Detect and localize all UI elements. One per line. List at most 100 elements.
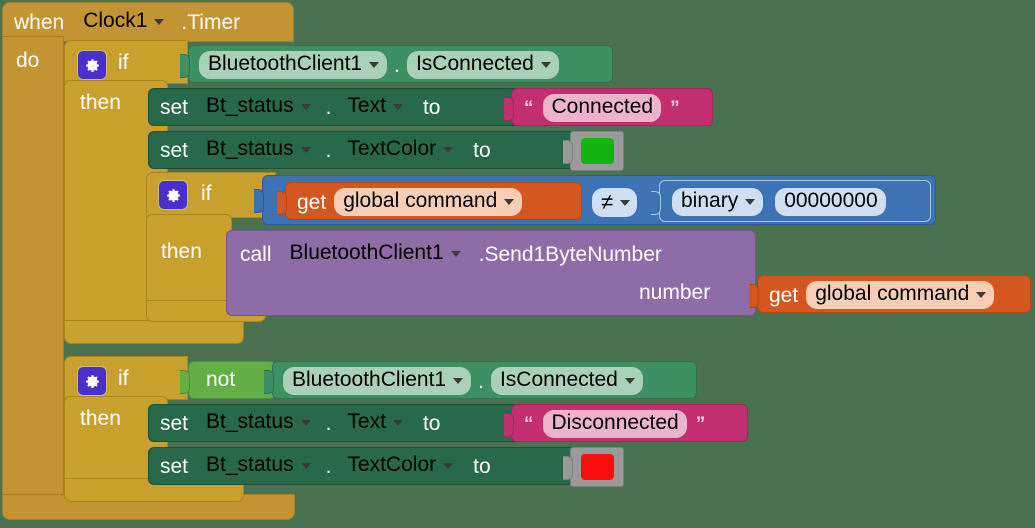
if-2-label: if: [201, 182, 212, 205]
color-chip: [580, 454, 614, 480]
property-dropdown-isconnected[interactable]: IsConnected: [406, 51, 559, 79]
setter-bt-status-textcolor-red[interactable]: [148, 447, 576, 485]
open-quote: “: [524, 413, 534, 435]
property-dropdown-textcolor[interactable]: TextColor: [338, 452, 461, 479]
chevron-down-icon[interactable]: [300, 420, 311, 427]
property-label: Text: [347, 410, 386, 434]
component-dropdown-bt-status[interactable]: Bt_status: [197, 93, 319, 120]
property-dropdown-textcolor[interactable]: TextColor: [338, 136, 461, 163]
variable-dropdown-global-command[interactable]: global command: [334, 188, 523, 216]
component-dropdown-bluetoothclient1[interactable]: BluetoothClient1: [281, 240, 469, 267]
call-block-send1bytenumber[interactable]: [226, 230, 756, 316]
number-block-binary[interactable]: binary 00000000: [651, 180, 931, 222]
getter-bluetoothclient1-isconnected[interactable]: BluetoothClient1 . IsConnected: [180, 45, 613, 83]
left-plug: [504, 413, 514, 437]
chevron-down-icon[interactable]: [745, 199, 756, 206]
text-block-connected[interactable]: “ Connected ”: [504, 88, 713, 126]
gear-icon[interactable]: [77, 50, 107, 80]
chevron-down-icon[interactable]: [392, 104, 403, 111]
getter-bluetoothclient1-isconnected-2[interactable]: BluetoothClient1 . IsConnected: [264, 361, 697, 399]
setter-bt-status-textcolor-green[interactable]: [148, 131, 576, 169]
property-dropdown-isconnected[interactable]: IsConnected: [490, 367, 643, 395]
chevron-down-icon[interactable]: [300, 147, 311, 154]
dot-separator: .: [394, 53, 400, 77]
logic-not-block[interactable]: not: [180, 361, 276, 399]
property-dropdown-text[interactable]: Text: [338, 409, 411, 436]
get-label: get: [297, 190, 327, 214]
setter-color-row-2: set Bt_status . TextColor to: [160, 452, 491, 480]
component-dropdown-bluetoothclient1[interactable]: BluetoothClient1: [283, 367, 472, 395]
gear-icon[interactable]: [77, 366, 107, 396]
component-label: Bt_status: [206, 137, 294, 161]
chevron-down-icon[interactable]: [450, 251, 461, 258]
chevron-down-icon[interactable]: [443, 147, 454, 154]
radix-dropdown-binary[interactable]: binary: [672, 188, 764, 216]
then-1-label: then: [80, 91, 121, 114]
clock-component-label: Clock1: [83, 9, 148, 33]
setter-bt-status-text-2[interactable]: [148, 404, 524, 442]
left-plug: [651, 191, 661, 215]
component-label: Bt_status: [206, 453, 294, 477]
chevron-down-icon[interactable]: [976, 292, 987, 299]
property-label: Text: [347, 94, 386, 118]
chevron-down-icon[interactable]: [300, 104, 311, 111]
variable-dropdown-global-command[interactable]: global command: [806, 281, 995, 309]
left-plug: [180, 370, 190, 394]
get-global-command-2[interactable]: get global command: [749, 275, 1031, 313]
setter-text-row-2: set Bt_status . Text to: [160, 409, 440, 437]
set-label: set: [160, 411, 189, 435]
comparison-block-not-equal[interactable]: get global command ≠ binary 00000000: [254, 175, 936, 225]
chevron-down-icon[interactable]: [392, 420, 403, 427]
close-quote: ”: [695, 413, 706, 435]
color-swatch-red[interactable]: [563, 447, 624, 487]
setter-bt-status-text[interactable]: [148, 88, 524, 126]
event-header-row: when Clock1 .Timer: [14, 8, 240, 36]
component-dropdown-bt-status[interactable]: Bt_status: [197, 136, 319, 163]
component-dropdown-bt-status[interactable]: Bt_status: [197, 452, 319, 479]
event-block-body[interactable]: [2, 36, 64, 520]
chevron-down-icon[interactable]: [504, 199, 515, 206]
to-label: to: [422, 95, 441, 119]
open-quote: “: [524, 97, 534, 119]
text-block-disconnected[interactable]: “ Disconnected ”: [504, 404, 748, 442]
setter-color-row: set Bt_status . TextColor to: [160, 136, 491, 164]
chevron-down-icon[interactable]: [624, 378, 635, 385]
left-plug: [563, 456, 573, 480]
dot-separator: .: [325, 454, 332, 478]
when-label: when: [14, 10, 65, 34]
property-label: TextColor: [347, 453, 437, 477]
chevron-down-icon[interactable]: [540, 62, 551, 69]
not-label: not: [206, 368, 236, 391]
to-label: to: [422, 411, 441, 435]
text-value-field[interactable]: Connected: [542, 94, 662, 122]
if-block-1-footer: [64, 320, 244, 344]
chevron-down-icon[interactable]: [443, 463, 454, 470]
gear-icon[interactable]: [158, 180, 188, 210]
set-label: set: [160, 138, 189, 162]
chevron-down-icon[interactable]: [154, 19, 165, 26]
get-global-command-1[interactable]: get global command: [277, 182, 582, 220]
number-value-field[interactable]: 00000000: [775, 188, 886, 216]
to-label: to: [473, 454, 491, 478]
argument-label-number: number: [639, 281, 711, 304]
component-dropdown-bt-status[interactable]: Bt_status: [197, 409, 319, 436]
clock-component-dropdown[interactable]: Clock1: [74, 8, 172, 35]
chevron-down-icon[interactable]: [453, 378, 464, 385]
component-dropdown-bluetoothclient1[interactable]: BluetoothClient1: [199, 51, 388, 79]
operator-label: ≠: [601, 189, 614, 214]
chevron-down-icon[interactable]: [620, 199, 631, 206]
component-label: Bt_status: [206, 94, 294, 118]
setter-text-row: set Bt_status . Text to: [160, 93, 440, 121]
color-swatch-green[interactable]: [563, 131, 624, 171]
text-value-field[interactable]: Disconnected: [542, 410, 687, 438]
to-label: to: [473, 138, 491, 162]
chevron-down-icon[interactable]: [369, 62, 380, 69]
event-block-clock1-timer[interactable]: [2, 2, 294, 42]
chevron-down-icon[interactable]: [300, 463, 311, 470]
property-dropdown-text[interactable]: Text: [338, 93, 411, 120]
radix-label: binary: [681, 189, 739, 213]
call-header-row: call BluetoothClient1 .Send1ByteNumber: [240, 240, 662, 268]
operator-dropdown-not-equal[interactable]: ≠: [592, 188, 638, 218]
variable-label: global command: [815, 282, 970, 306]
